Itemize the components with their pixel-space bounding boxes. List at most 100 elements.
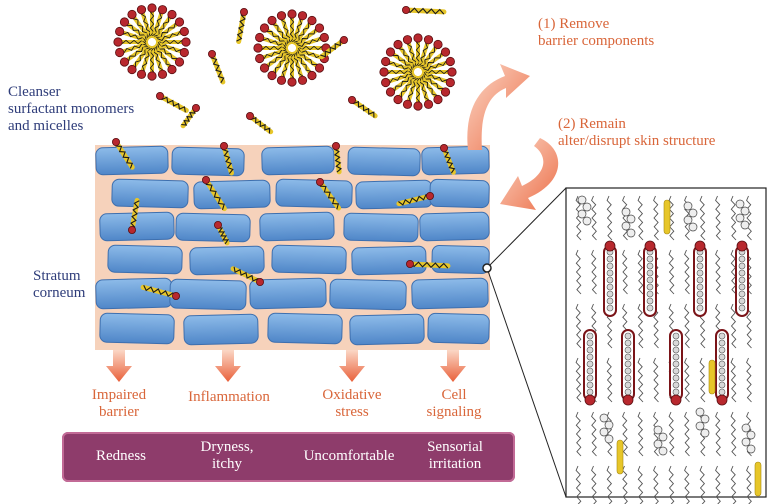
embedded-surfactant — [230, 266, 264, 286]
lipid-surfactant — [708, 359, 716, 395]
surfactant-monomer — [245, 112, 274, 135]
effect-cell-signaling: Cell signaling — [426, 387, 482, 420]
embedded-surfactant — [396, 191, 434, 207]
embedded-surfactant — [439, 143, 456, 175]
remain-label: (2) Remain alter/disrupt skin structure — [558, 116, 716, 149]
corneocyte-cell — [249, 277, 327, 310]
down-arrow — [440, 350, 466, 382]
surfactant-monomer — [236, 7, 248, 45]
embedded-surfactant — [405, 259, 451, 269]
symptom-dryness: Dryness, itchy — [200, 439, 254, 472]
cholesterol-molecule — [741, 423, 756, 454]
remove-arrow — [467, 64, 530, 150]
corneocyte-cell — [183, 313, 259, 346]
cholesterol-molecule — [683, 201, 698, 232]
effect-inflammation: Inflammation — [188, 389, 270, 405]
corneocyte-cell — [169, 278, 247, 311]
embedded-surfactant — [213, 220, 230, 246]
corneocyte-cell — [259, 211, 335, 242]
corneocyte-cell — [189, 245, 265, 276]
stratum-corneum-label: Stratum corneum — [33, 268, 86, 301]
cholesterol-molecule — [599, 413, 614, 444]
embedded-surfactant — [112, 137, 135, 170]
remove-label: (1) Remove barrier components — [538, 16, 655, 49]
cholesterol-molecule — [695, 407, 710, 438]
symptom-uncomfortable: Uncomfortable — [303, 448, 395, 464]
surfactant-monomer — [319, 36, 348, 60]
cholesterol-molecule — [735, 199, 750, 230]
embedded-surfactant — [201, 175, 227, 212]
corneocyte-cell — [107, 244, 183, 275]
micelle — [379, 33, 457, 111]
effect-arrows — [106, 350, 466, 382]
cholesterol-molecule — [577, 195, 592, 226]
symptom-sensorial-irritation: Sensorial irritation — [427, 439, 483, 472]
corneocyte-cell — [329, 278, 407, 311]
corneocyte-cell — [275, 178, 353, 209]
surfactant-monomer — [401, 6, 447, 15]
down-arrow — [339, 350, 365, 382]
effect-oxidative-stress: Oxidative stress — [322, 387, 382, 420]
ceramide-chain — [735, 240, 749, 317]
surfactant-monomer — [207, 50, 226, 85]
stratum-corneum-block — [95, 137, 490, 350]
ceramide-chain — [669, 329, 683, 406]
corneocyte-cells — [95, 145, 490, 346]
corneocyte-cell — [193, 179, 271, 210]
surfactant-monomer — [180, 104, 200, 129]
effect-impaired-barrier: Impaired barrier — [91, 387, 147, 420]
corneocyte-cell — [411, 277, 489, 310]
surfactant-micelles — [113, 3, 457, 111]
corneocyte-cell — [343, 212, 419, 243]
micelle — [113, 3, 191, 81]
embedded-surfactant — [219, 141, 234, 176]
down-arrow — [215, 350, 241, 382]
ceramide-chain — [603, 240, 617, 317]
ceramide-chain — [643, 240, 657, 317]
corneocyte-cell — [429, 178, 490, 209]
ceramide-chain — [693, 240, 707, 317]
corneocyte-cell — [99, 312, 175, 345]
corneocyte-cell — [347, 146, 421, 177]
lipid-molecules — [575, 195, 762, 504]
lipid-surfactant — [616, 439, 624, 475]
corneocyte-cell — [421, 145, 490, 176]
cholesterol-molecule — [621, 207, 636, 238]
embedded-surfactant — [140, 284, 180, 300]
embedded-surfactants — [112, 137, 456, 300]
surfactant-monomer — [347, 96, 378, 119]
corneocyte-cell — [419, 211, 490, 242]
remain-arrow — [500, 138, 559, 210]
surfactant-monomer — [155, 92, 189, 113]
lipid-zoom-panel — [565, 187, 767, 504]
ceramide-chain — [621, 329, 635, 406]
corneocyte-cell — [175, 212, 251, 243]
cleanser-label: Cleanser surfactant monomers and micelle… — [8, 84, 135, 134]
lipid-surfactant — [754, 461, 762, 497]
corneocyte-cell — [349, 313, 425, 346]
corneocyte-cell — [431, 244, 490, 275]
symptom-box: Redness Dryness, itchy Uncomfortable Sen… — [62, 432, 515, 482]
corneocyte-cell — [267, 312, 343, 345]
ceramide-chain — [715, 329, 729, 406]
corneocyte-cell — [111, 178, 189, 209]
symptom-redness: Redness — [96, 448, 146, 464]
cholesterol-molecule — [653, 425, 668, 456]
down-arrow — [106, 350, 132, 382]
corneocyte-cell — [99, 211, 175, 242]
zoom-connector — [482, 187, 567, 498]
corneocyte-cell — [271, 244, 347, 275]
embedded-surfactant — [127, 197, 140, 234]
corneocyte-cell — [261, 145, 335, 176]
corneocyte-cell — [355, 179, 433, 210]
surfactant-monomers — [155, 6, 447, 135]
lipid-surfactant — [663, 199, 671, 235]
embedded-surfactant — [331, 141, 342, 175]
micelle — [253, 9, 331, 87]
corneocyte-cell — [351, 245, 427, 276]
embedded-surfactant — [315, 177, 342, 211]
ceramide-chain — [583, 329, 597, 406]
corneocyte-cell — [95, 145, 169, 176]
